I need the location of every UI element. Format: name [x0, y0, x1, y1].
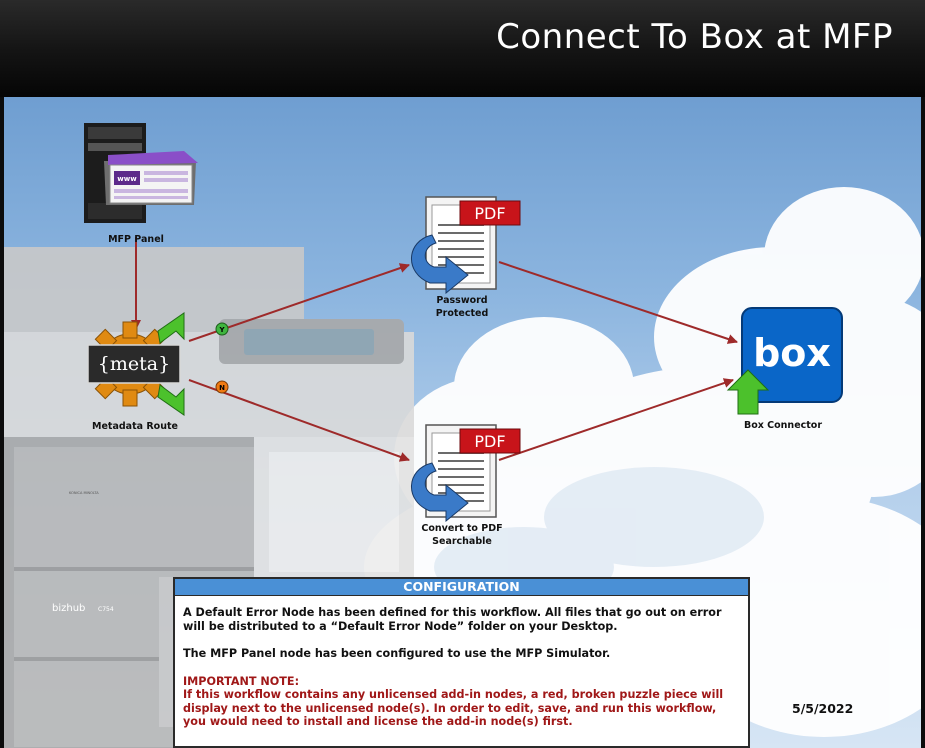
metadata-route-node[interactable]: {meta} [80, 309, 190, 419]
important-note-title: IMPORTANT NOTE: [183, 674, 300, 688]
connector-password-to-box [498, 261, 738, 344]
config-error-node-text: A Default Error Node has been defined fo… [183, 606, 722, 633]
connector-layer: Y N [131, 237, 738, 462]
route-no-marker: N [215, 380, 229, 394]
metadata-route-label: Metadata Route [92, 421, 178, 432]
box-logo-icon: box [741, 307, 843, 403]
connector-convert-to-box [498, 378, 734, 461]
svg-text:PDF: PDF [474, 204, 505, 223]
svg-text:box: box [753, 331, 831, 375]
configuration-heading: CONFIGURATION [175, 579, 748, 596]
config-simulator-text: The MFP Panel node has been configured t… [183, 647, 611, 660]
box-connector-label: Box Connector [743, 420, 823, 431]
svg-text:Y: Y [218, 326, 225, 334]
mfp-screen-text: www [117, 175, 137, 183]
meta-icon-text: {meta} [98, 353, 170, 375]
connector-no-route [188, 379, 410, 462]
arrow-down-right-icon [157, 384, 185, 416]
curved-arrow-icon [411, 462, 469, 522]
date-stamp: 5/5/2022 [792, 701, 854, 716]
printer-model: C754 [98, 606, 114, 613]
password-protected-node[interactable]: PDF [402, 189, 522, 294]
arrow-up-right-icon [157, 312, 185, 344]
arrow-up-icon [726, 369, 770, 415]
printer-maker: KONICA MINOLTA [69, 491, 99, 495]
printer-brand: bizhub [52, 603, 85, 614]
curved-arrow-icon [411, 234, 469, 294]
important-note-body: If this workflow contains any unlicensed… [183, 688, 724, 728]
mfp-panel-label: MFP Panel [108, 234, 164, 245]
configuration-panel: CONFIGURATION A Default Error Node has b… [173, 577, 750, 748]
mfp-panel-node[interactable]: www [76, 121, 206, 231]
convert-pdf-node[interactable]: PDF [402, 417, 522, 522]
svg-text:PDF: PDF [474, 432, 505, 451]
svg-text:N: N [219, 384, 225, 392]
route-yes-marker: Y [215, 322, 229, 336]
page-title: Connect To Box at MFP [496, 17, 893, 57]
title-bar: Connect To Box at MFP [0, 0, 925, 97]
box-connector-node[interactable]: box [724, 302, 844, 417]
